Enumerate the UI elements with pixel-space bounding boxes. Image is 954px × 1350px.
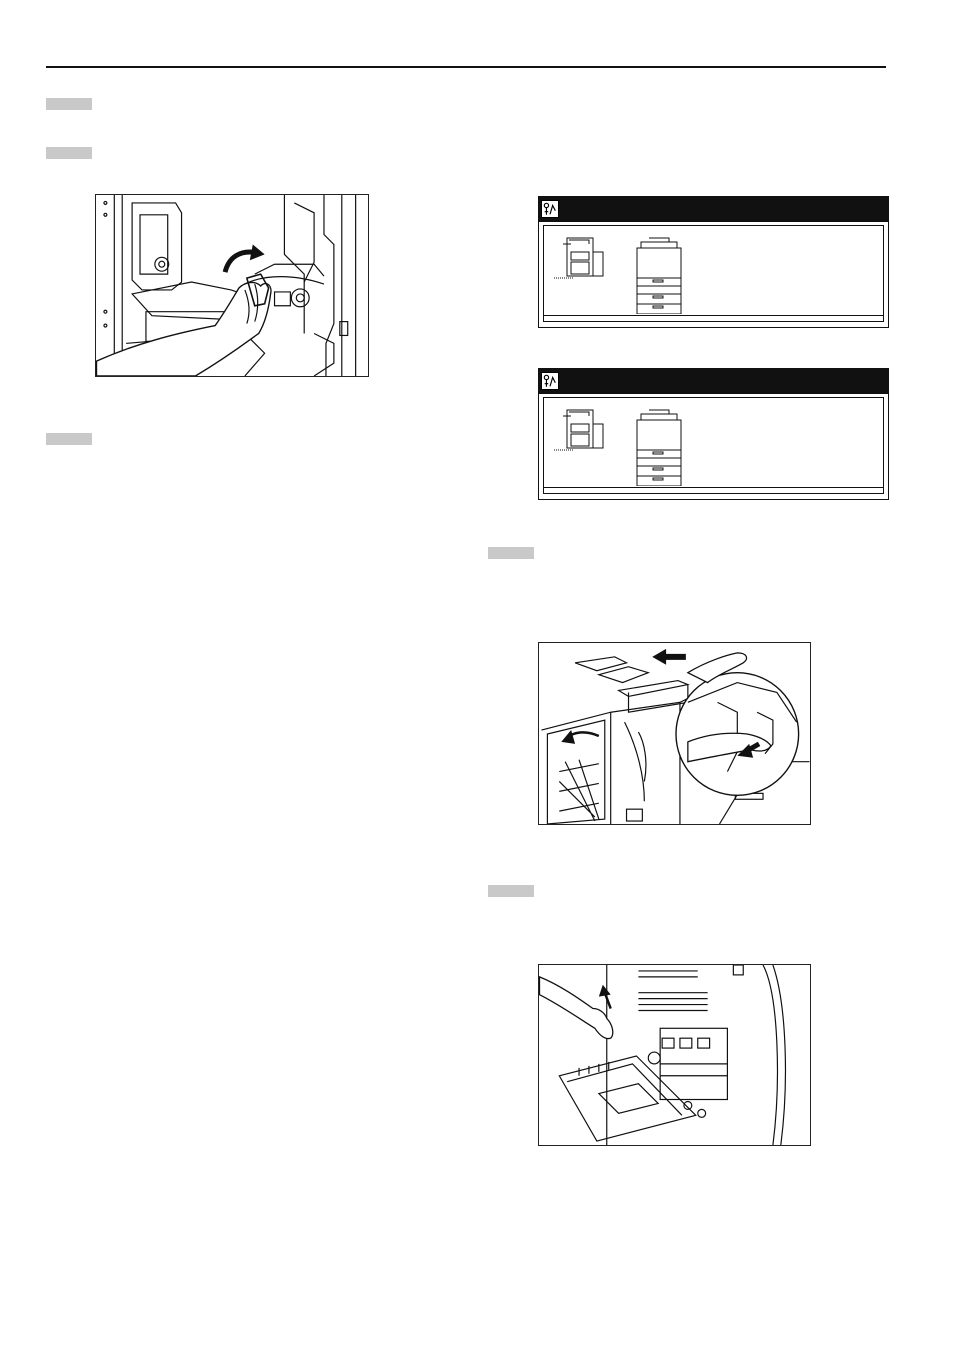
hand-turning-knob-illustration <box>96 195 357 376</box>
finisher-door-open-illustration <box>541 648 810 824</box>
screen-title-bar <box>538 368 889 394</box>
copier-status-screen <box>554 237 682 314</box>
screen-panel <box>538 394 889 500</box>
step-marker-1 <box>46 98 92 110</box>
figure-side-cover-open <box>538 964 811 1146</box>
side-cover-open-illustration <box>539 965 787 1145</box>
step-marker-5 <box>488 885 534 897</box>
figure-finisher-door-open <box>538 642 811 825</box>
warning-wrench-icon <box>541 200 559 218</box>
screen-panel <box>538 222 889 328</box>
screen-divider <box>543 487 884 488</box>
warning-wrench-icon <box>541 372 559 390</box>
status-screen-2 <box>538 368 889 500</box>
step-marker-4 <box>488 547 534 559</box>
screen-inner-frame <box>543 397 884 494</box>
step-marker-2 <box>46 147 92 159</box>
header-rule <box>46 66 886 68</box>
step-marker-3 <box>46 433 92 445</box>
screen-inner-frame <box>543 225 884 322</box>
status-screen-1 <box>538 196 889 328</box>
screen-divider <box>543 315 884 316</box>
figure-hand-turning-knob <box>95 194 369 377</box>
copier-status-screen <box>554 409 682 486</box>
screen-title-bar <box>538 196 889 222</box>
